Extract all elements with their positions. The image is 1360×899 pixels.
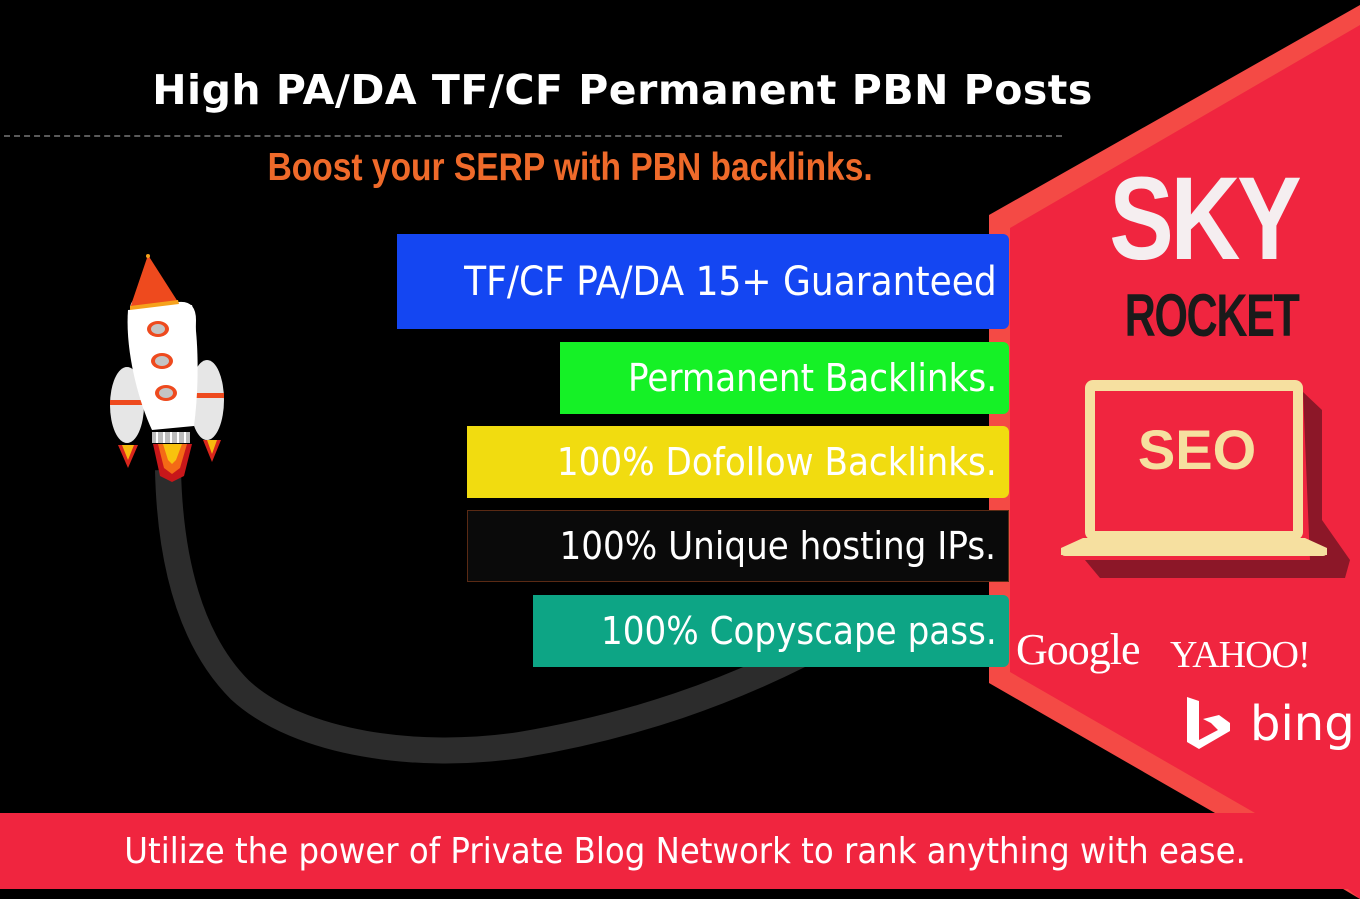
feature-bar-unique-ips: 100% Unique hosting IPs.: [467, 510, 1009, 582]
brand-line-rocket: ROCKET: [1124, 282, 1300, 349]
page-subtitle: Boost your SERP with PBN backlinks.: [267, 146, 873, 189]
feature-label: 100% Copyscape pass.: [601, 609, 997, 653]
feature-label: TF/CF PA/DA 15+ Guaranteed: [464, 258, 997, 305]
feature-label: 100% Dofollow Backlinks.: [557, 440, 997, 484]
feature-label: Permanent Backlinks.: [627, 356, 997, 400]
laptop-screen-text: SEO: [1137, 418, 1257, 481]
page-title: High PA/DA TF/CF Permanent PBN Posts: [152, 66, 1093, 114]
dashed-divider: [4, 135, 1062, 137]
footer-tagline: Utilize the power of Private Blog Networ…: [124, 830, 1246, 872]
feature-bar-dofollow: 100% Dofollow Backlinks.: [467, 426, 1009, 498]
feature-bar-permanent: Permanent Backlinks.: [560, 342, 1009, 414]
feature-bar-copyscape: 100% Copyscape pass.: [533, 595, 1009, 667]
feature-label: 100% Unique hosting IPs.: [559, 524, 996, 568]
rocket-icon: [110, 254, 224, 482]
bing-logo: bing: [1250, 696, 1355, 752]
google-logo: Google: [1016, 625, 1141, 674]
laptop-icon: [1061, 380, 1350, 578]
bing-logo-icon: [1187, 697, 1230, 749]
smoke-trail: [155, 469, 806, 764]
feature-bar-metrics: TF/CF PA/DA 15+ Guaranteed: [397, 234, 1009, 329]
footer-banner: Utilize the power of Private Blog Networ…: [0, 813, 1360, 889]
brand-line-sky: SKY: [1109, 153, 1301, 285]
yahoo-logo: YAHOO!: [1170, 634, 1311, 676]
